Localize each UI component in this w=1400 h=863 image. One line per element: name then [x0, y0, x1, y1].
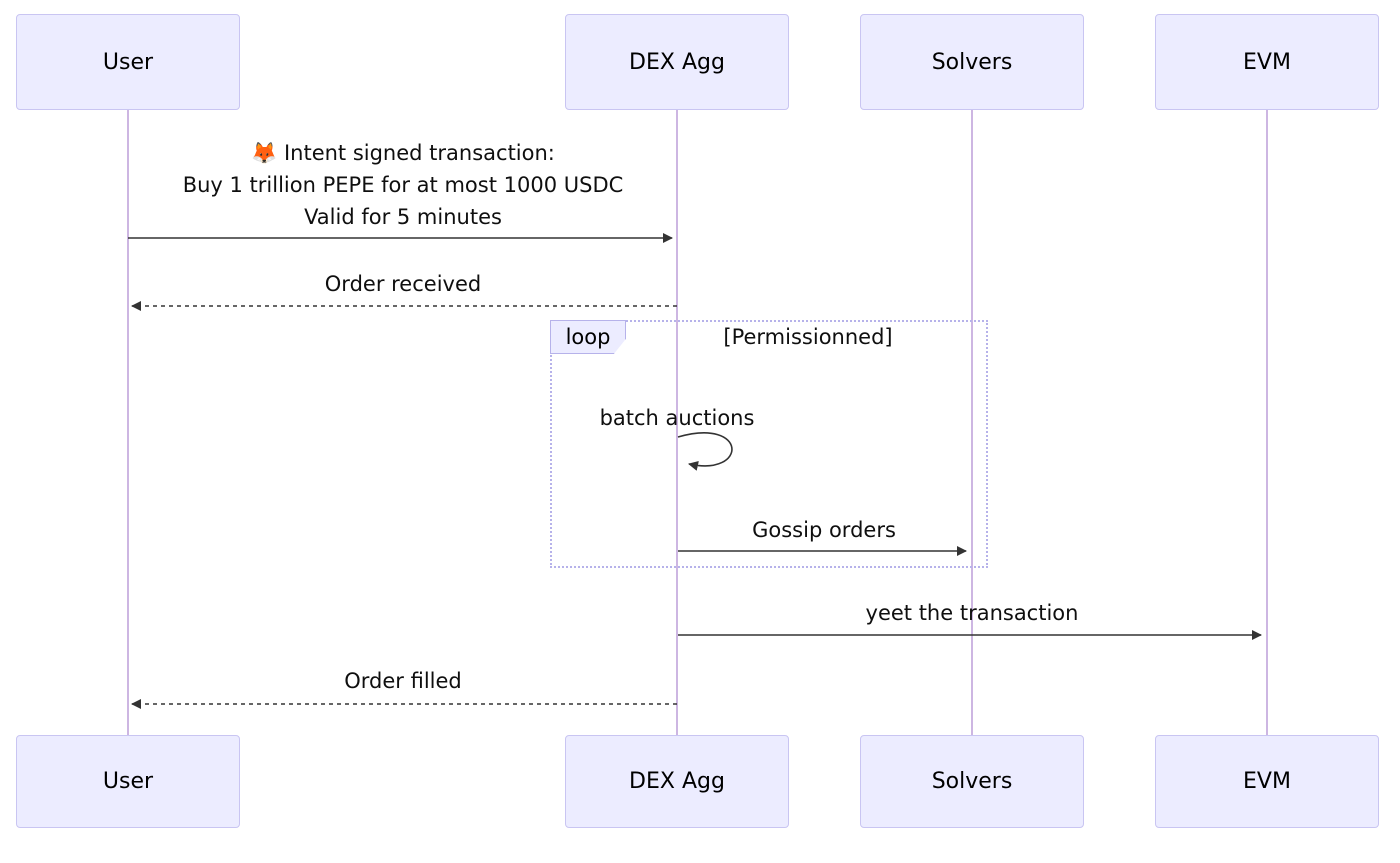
- lifeline-evm: [1266, 110, 1268, 735]
- loop-tag-label: loop: [565, 325, 611, 349]
- message-order-received: Order received: [324, 272, 482, 296]
- intent-line-1-text: Intent signed transaction:: [283, 141, 555, 165]
- message-order-filled: Order filled: [344, 669, 462, 693]
- participant-label: User: [102, 49, 154, 75]
- intent-line-2: Buy 1 trillion PEPE for at most 1000 USD…: [182, 173, 624, 197]
- participant-solvers-top: Solvers: [860, 14, 1084, 110]
- participant-label: User: [102, 769, 154, 794]
- message-batch-auctions: batch auctions: [599, 406, 755, 430]
- participant-evm-top: EVM: [1155, 14, 1379, 110]
- participant-label: Solvers: [931, 769, 1013, 794]
- participant-dex-agg-bottom: DEX Agg: [565, 735, 789, 828]
- participant-label: EVM: [1243, 769, 1291, 794]
- message-intent: 🦊 Intent signed transaction: Buy 1 trill…: [150, 137, 656, 233]
- message-gossip-orders: Gossip orders: [752, 518, 896, 542]
- intent-line-1: 🦊 Intent signed transaction:: [150, 137, 656, 169]
- participant-user-top: User: [16, 14, 240, 110]
- intent-line-3: Valid for 5 minutes: [304, 205, 502, 229]
- participant-dex-agg-top: DEX Agg: [565, 14, 789, 110]
- participant-label: DEX Agg: [629, 769, 725, 794]
- participant-label: Solvers: [931, 49, 1013, 75]
- fox-emoji-icon: 🦊: [251, 141, 278, 165]
- loop-tag: loop: [550, 320, 626, 354]
- loop-frame: [550, 320, 988, 568]
- participant-label: DEX Agg: [629, 49, 725, 75]
- participant-solvers-bottom: Solvers: [860, 735, 1084, 828]
- participant-user-bottom: User: [16, 735, 240, 828]
- participant-label: EVM: [1243, 49, 1291, 75]
- lifeline-dex-agg: [676, 110, 678, 735]
- lifeline-user: [127, 110, 129, 735]
- message-yeet-transaction: yeet the transaction: [865, 601, 1079, 625]
- lifeline-solvers: [971, 110, 973, 735]
- loop-condition: [Permissionned]: [723, 325, 893, 349]
- participant-evm-bottom: EVM: [1155, 735, 1379, 828]
